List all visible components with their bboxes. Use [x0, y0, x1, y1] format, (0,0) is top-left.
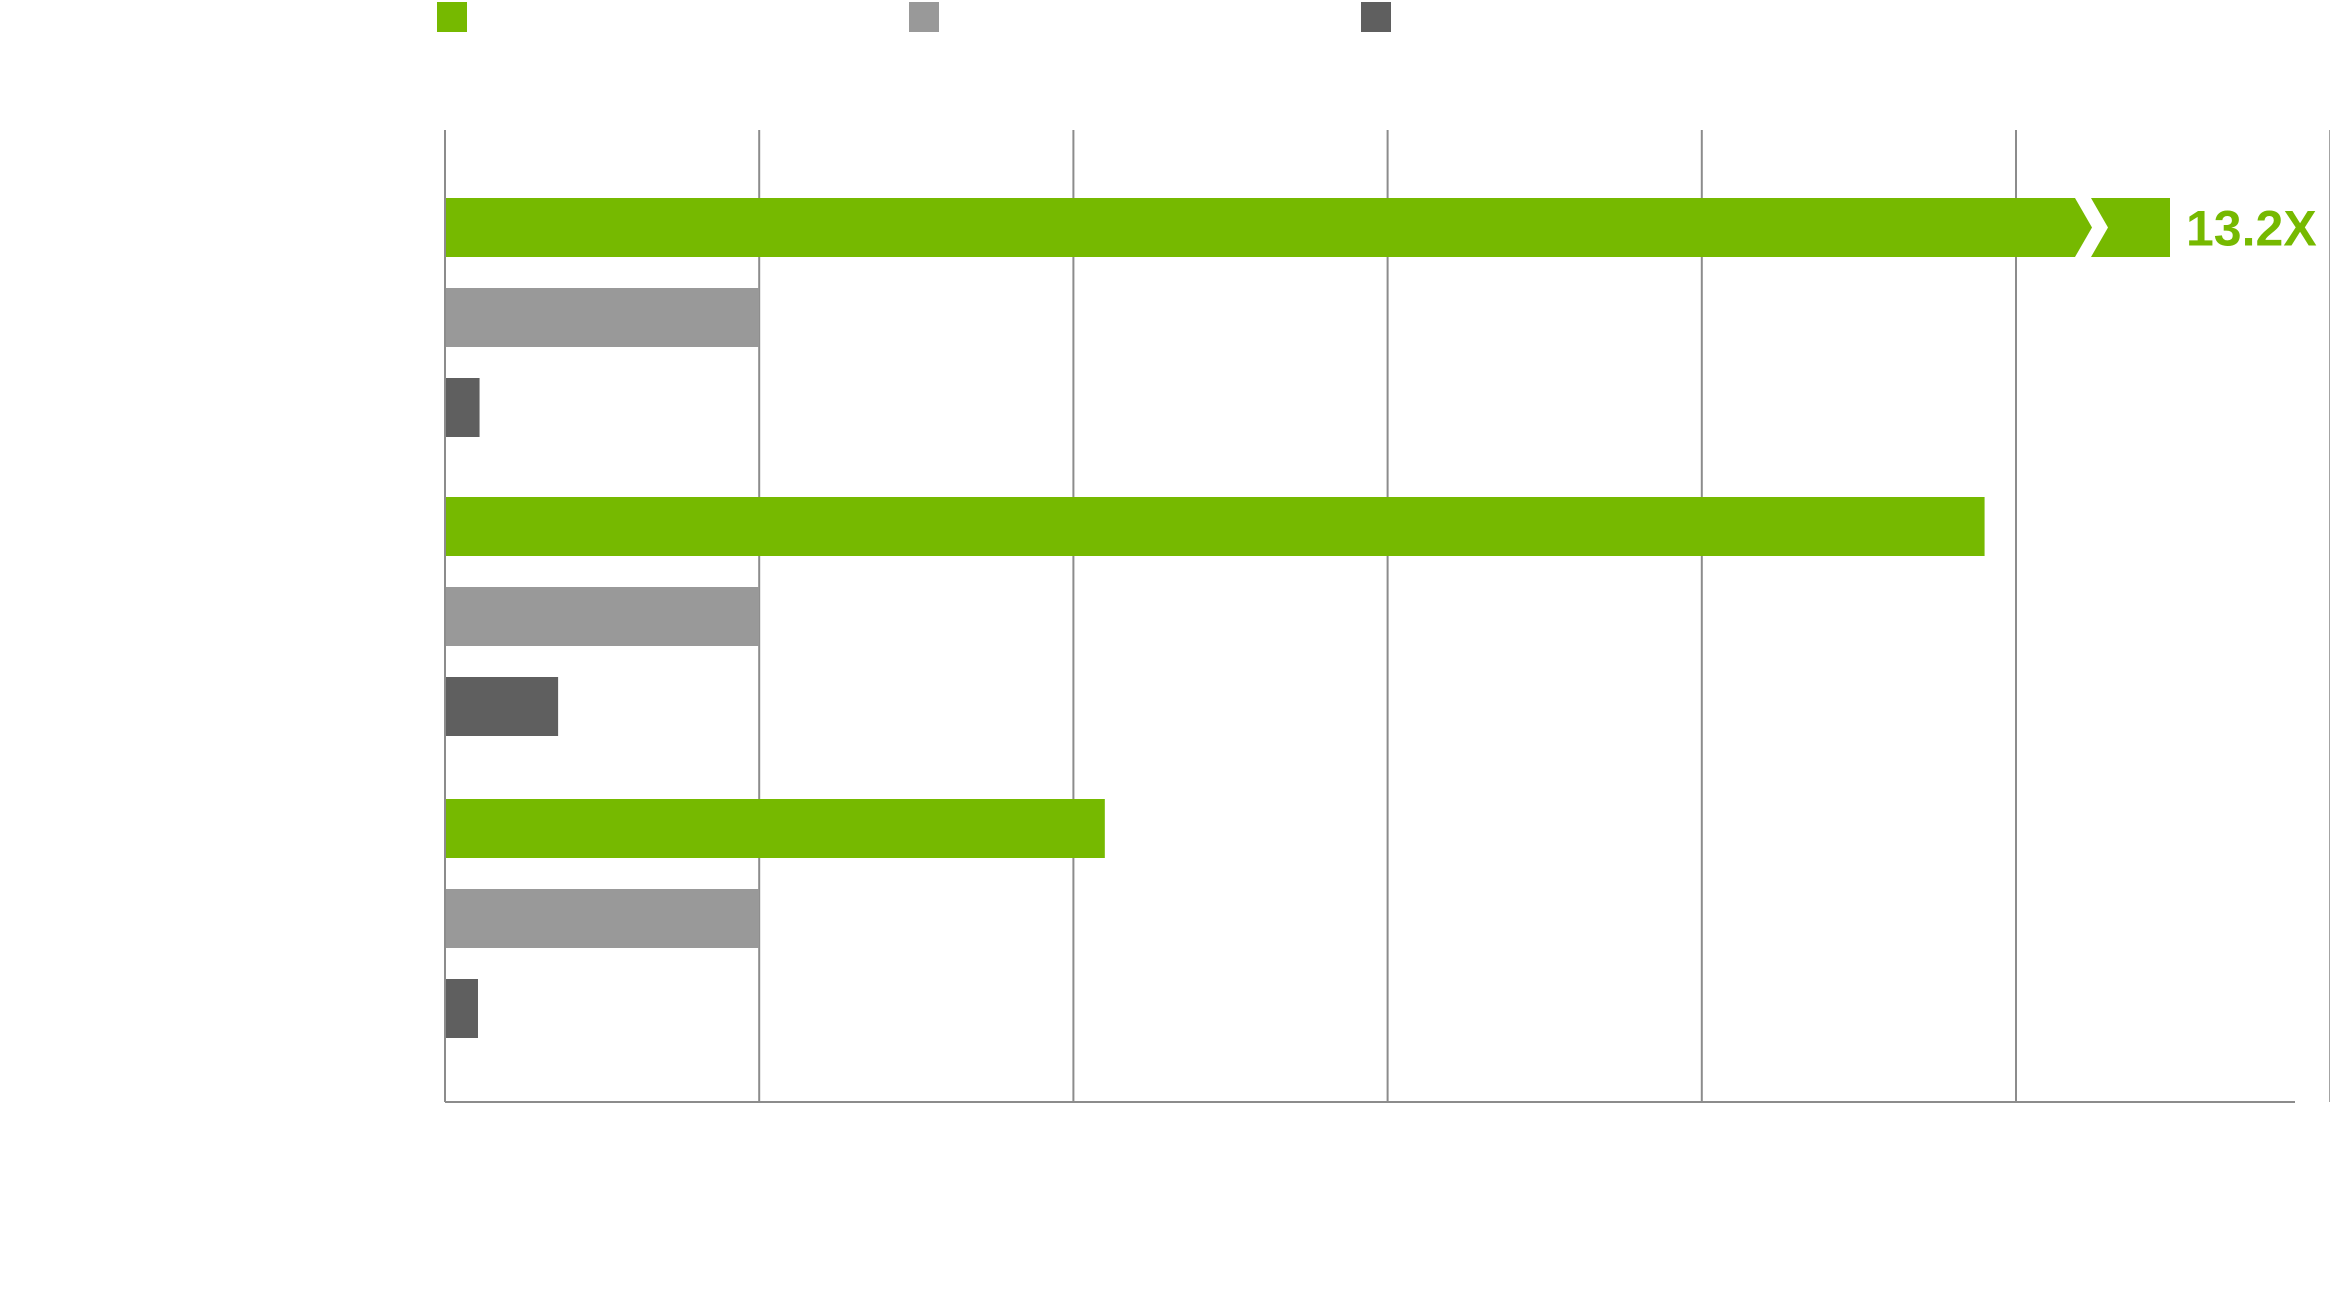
bar-s1-c3	[445, 799, 1105, 858]
bar-s1-c1-continuation	[2091, 198, 2170, 257]
bar-s1-c1	[445, 198, 2092, 257]
data-labels: 13.2X	[2186, 201, 2317, 257]
bar-s1-c2	[445, 497, 1985, 556]
bar-s2-c3	[445, 889, 760, 948]
bar-s3-c3	[445, 979, 478, 1038]
axes	[444, 130, 2295, 1103]
legend-swatch-3	[1361, 2, 1391, 32]
bar-s3-c1	[445, 378, 480, 437]
legend	[437, 2, 1391, 32]
legend-swatch-2	[909, 2, 939, 32]
bars	[445, 198, 2170, 1038]
data-label-s1-c1: 13.2X	[2186, 201, 2317, 257]
legend-swatch-1	[437, 2, 467, 32]
bar-s3-c2	[445, 677, 559, 736]
bar-s2-c1	[445, 288, 760, 347]
bar-s2-c2	[445, 587, 760, 646]
